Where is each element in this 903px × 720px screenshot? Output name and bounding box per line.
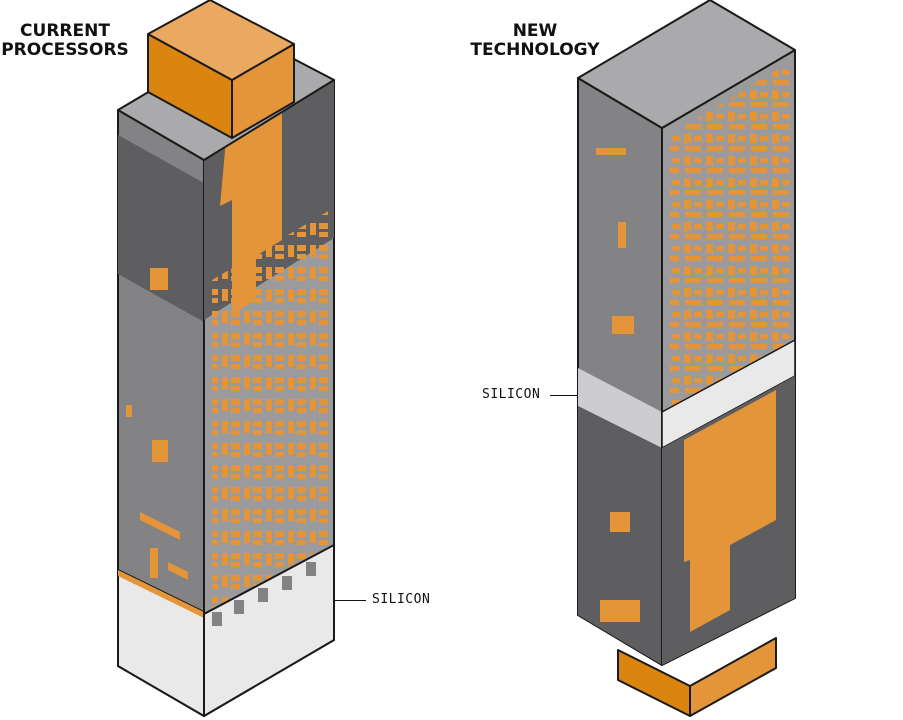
- right-title-line-1: NEW: [512, 21, 558, 41]
- left-title-line-1: CURRENT: [20, 21, 110, 41]
- right-side-mark-2: [618, 222, 626, 248]
- right-cap-front: [689, 637, 777, 717]
- right-silicon-leader: [550, 395, 598, 396]
- right-block-side-silicon: [578, 368, 662, 448]
- right-block-side-dark: [578, 406, 662, 665]
- left-cap-top: [147, 0, 295, 81]
- right-title: NEW TECHNOLOGY: [470, 22, 600, 60]
- left-side-mark-2: [126, 405, 132, 417]
- right-side-mark-5: [600, 600, 640, 622]
- left-side-mark-1: [150, 268, 168, 290]
- left-block-trunk: [220, 110, 282, 314]
- right-block-lower-trunk: [684, 390, 776, 632]
- left-block-side-dark-band: [118, 135, 204, 322]
- right-block-top-face: [577, 0, 796, 129]
- right-title-line-2: TECHNOLOGY: [470, 40, 600, 60]
- left-side-mark-5: [150, 548, 158, 578]
- right-side-mark-3: [612, 316, 634, 334]
- left-side-mark-3: [152, 440, 168, 462]
- left-block-contacts: [212, 562, 316, 626]
- new-technology-block: [577, 0, 796, 717]
- left-block-circuit-area: [212, 210, 330, 610]
- left-side-mark-6: [168, 562, 188, 580]
- right-block-circuit-area: [670, 62, 790, 420]
- left-title-line-2: PROCESSORS: [1, 40, 129, 60]
- current-processor-block: [117, 0, 335, 717]
- right-side-mark-4: [610, 512, 630, 532]
- right-side-mark-1: [596, 148, 626, 155]
- left-title: CURRENT PROCESSORS: [0, 22, 130, 60]
- right-silicon-label: SILICON: [482, 387, 541, 402]
- left-block-front-silicon: [203, 544, 335, 717]
- left-silicon-leader: [322, 600, 366, 601]
- left-side-mark-4: [140, 512, 180, 540]
- left-silicon-label: SILICON: [372, 592, 431, 607]
